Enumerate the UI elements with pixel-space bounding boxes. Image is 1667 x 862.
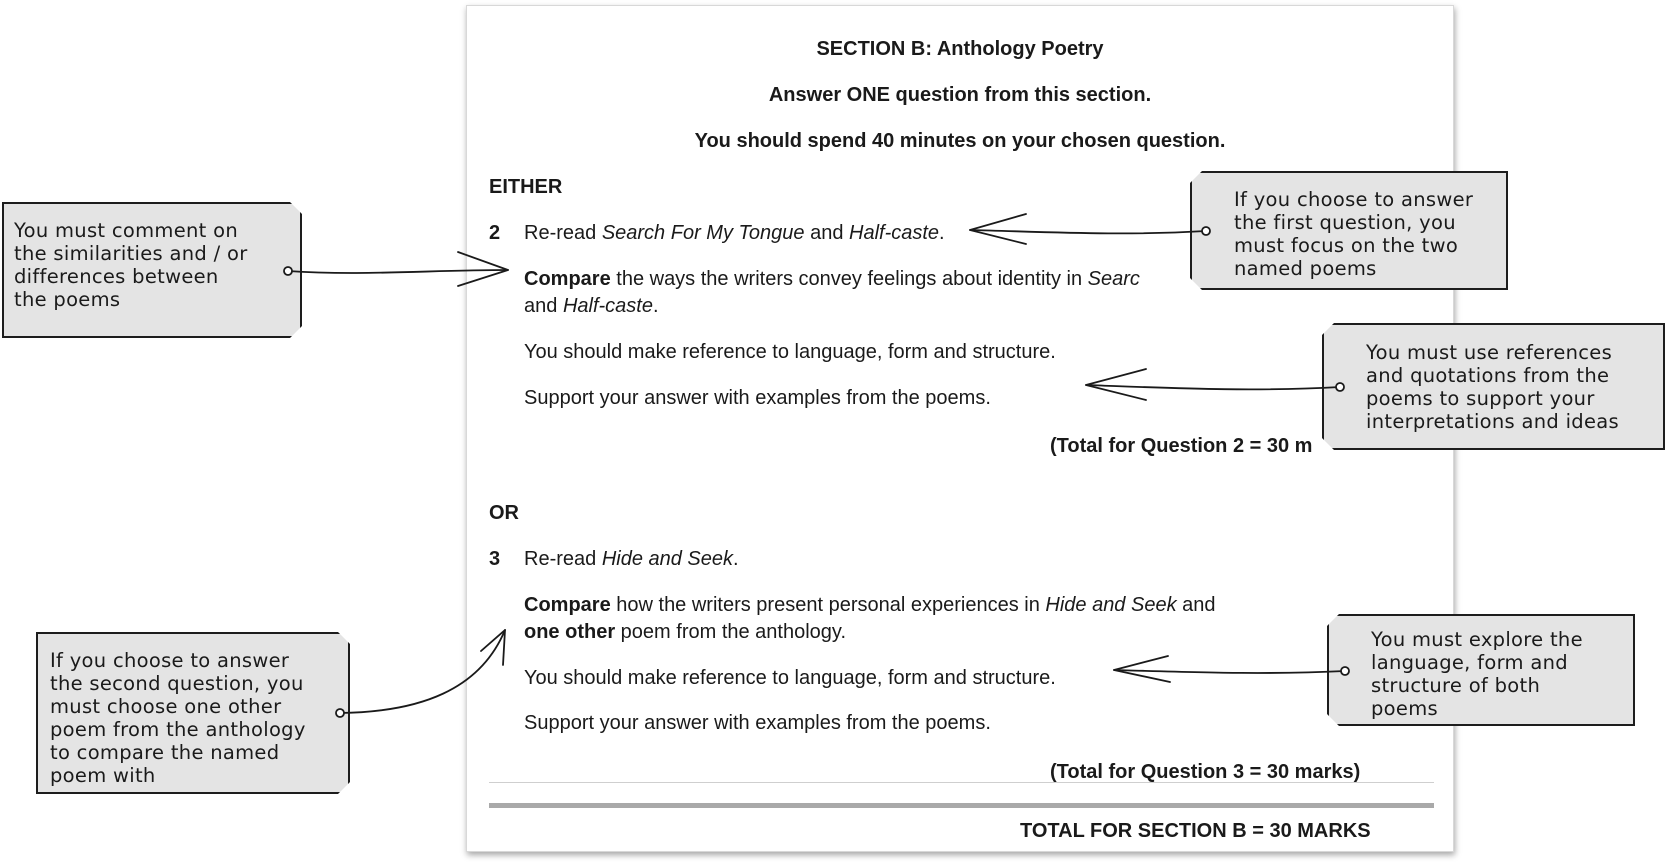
question-2-reference: You should make reference to language, f… — [524, 341, 1056, 363]
question-3-number: 3 — [489, 548, 501, 570]
pin-icon — [283, 266, 293, 276]
arrowhead-icon — [480, 629, 506, 666]
poem-title: Hide and Seek — [601, 548, 734, 570]
or-label: OR — [489, 502, 519, 524]
exam-paper: SECTION B: Anthology Poetry Answer ONE q… — [466, 5, 1454, 852]
question-2-compare-cont: and Half-caste. — [524, 295, 659, 317]
question-2-number: 2 — [489, 222, 501, 244]
instruction-time: You should spend 40 minutes on your chos… — [694, 130, 1226, 152]
annotation-text: If you choose to answer the first questi… — [1234, 188, 1474, 280]
annotation-text: You must use references and quotations f… — [1366, 341, 1619, 433]
question-2-total: (Total for Question 2 = 30 m — [1050, 435, 1313, 457]
pin-icon — [1340, 666, 1350, 676]
question-2-compare: Compare the ways the writers convey feel… — [524, 268, 1140, 290]
pin-icon — [1201, 226, 1211, 236]
question-3-compare-cont: one other poem from the anthology. — [524, 621, 846, 643]
pin-icon — [1335, 382, 1345, 392]
arrow-references — [1085, 384, 1341, 391]
arrow-second-question — [339, 629, 506, 714]
arrowhead-icon — [457, 251, 509, 287]
arrow-similarities — [287, 269, 509, 274]
annotation-text: You must explore the language, form and … — [1371, 628, 1583, 720]
annotation-references: You must use references and quotations f… — [1322, 323, 1665, 450]
arrowhead-icon — [969, 213, 1027, 245]
section-title: SECTION B: Anthology Poetry — [816, 38, 1104, 60]
question-3-reference: You should make reference to language, f… — [524, 667, 1056, 689]
annotation-text: If you choose to answer the second quest… — [50, 649, 306, 787]
question-3-compare: Compare how the writers present personal… — [524, 594, 1216, 616]
annotation-explore: You must explore the language, form and … — [1327, 614, 1635, 726]
poem-title: Search For My Tongue — [601, 222, 805, 244]
question-3-support: Support your answer with examples from t… — [524, 712, 991, 734]
arrow-explore — [1113, 669, 1346, 674]
annotation-text: You must comment on the similarities and… — [14, 219, 248, 311]
question-3-reread: Re-read Hide and Seek. — [524, 548, 739, 570]
arrowhead-icon — [1085, 368, 1147, 401]
pin-icon — [335, 708, 345, 718]
question-3-total: (Total for Question 3 = 30 marks) — [1050, 761, 1361, 783]
instruction-answer-one: Answer ONE question from this section. — [768, 84, 1152, 106]
annotation-similarities: You must comment on the similarities and… — [2, 202, 302, 338]
annotation-first-question: If you choose to answer the first questi… — [1190, 171, 1508, 290]
poem-title: Half-caste — [849, 222, 940, 244]
divider — [489, 782, 1434, 783]
arrowhead-icon — [1113, 655, 1171, 683]
either-label: EITHER — [489, 176, 563, 198]
question-2-reread: Re-read Search For My Tongue and Half-ca… — [524, 222, 945, 244]
section-total: TOTAL FOR SECTION B = 30 MARKS — [1020, 820, 1371, 842]
question-2-support: Support your answer with examples from t… — [524, 387, 991, 409]
arrow-first-question — [969, 229, 1207, 235]
section-divider — [489, 803, 1434, 808]
